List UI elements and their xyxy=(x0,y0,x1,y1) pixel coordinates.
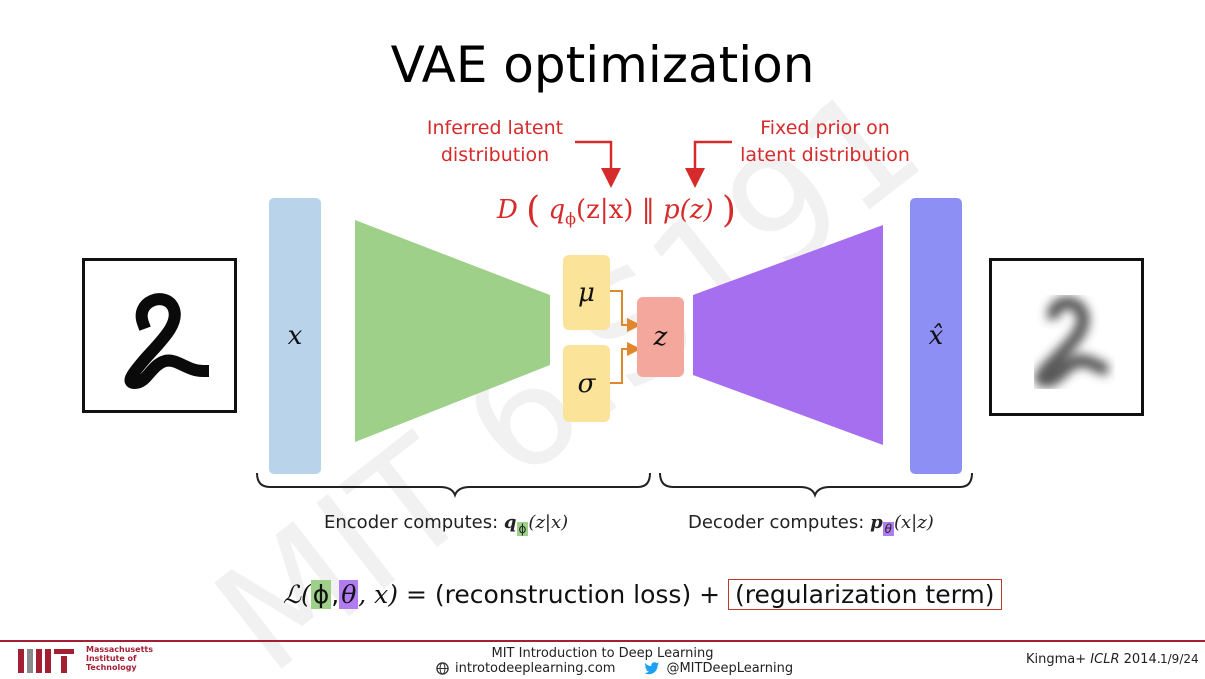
loss-lhs-start: ℒ( xyxy=(283,580,311,609)
website-link[interactable]: introtodeeplearning.com xyxy=(455,661,616,676)
logo-line1: Massachusetts xyxy=(86,645,154,654)
digit-two-icon xyxy=(124,293,210,390)
encoder-caption-prefix: Encoder computes: xyxy=(324,512,499,533)
footer-links: introtodeeplearning.com @MITDeepLearning xyxy=(436,661,793,676)
sigma-label: σ xyxy=(577,368,596,399)
sigma-node: σ xyxy=(563,345,610,422)
decoder-args: (x|z) xyxy=(894,512,934,533)
loss-equation: ℒ(ϕ,θ, x) = (reconstruction loss) + (reg… xyxy=(283,579,1002,610)
globe-icon xyxy=(436,662,449,675)
decoder-p: p xyxy=(870,512,883,533)
prior-annotation: Fixed prior on latent distribution xyxy=(725,115,925,169)
regularization-term: (regularization term) xyxy=(728,579,1002,610)
decoder-theta: θ xyxy=(882,521,894,536)
course-title: MIT Introduction to Deep Learning xyxy=(491,646,714,661)
decoder-caption-prefix: Decoder computes: xyxy=(688,512,865,533)
divergence-formula: D ( qϕ(z|x) ‖ p(z) ) xyxy=(497,190,736,231)
loss-phi: ϕ xyxy=(310,580,332,609)
slide-date: 1/9/24 xyxy=(1160,652,1199,666)
q-args: (z|x) xyxy=(576,195,634,225)
inferred-annotation: Inferred latent distribution xyxy=(400,115,590,169)
mit-logo xyxy=(18,645,76,678)
q-subscript: ϕ xyxy=(565,209,576,229)
citation-venue: ICLR xyxy=(1090,652,1120,667)
x-hat-label: x̂ xyxy=(928,321,944,351)
inferred-annotation-line2: distribution xyxy=(440,144,550,166)
reconstructed-image xyxy=(989,258,1144,416)
prior-arrow xyxy=(685,140,732,188)
inferred-annotation-line1: Inferred latent xyxy=(426,117,564,139)
decoder xyxy=(693,225,883,445)
logo-line3: Technology xyxy=(86,663,137,672)
blurry-digit-icon xyxy=(1034,296,1109,388)
decoder-brace xyxy=(659,472,973,498)
loss-lhs-end: , x) = xyxy=(358,580,427,609)
decoder-shape xyxy=(693,225,883,445)
logo-line2: Institute of xyxy=(86,654,137,663)
divergence-symbol: D xyxy=(497,195,518,225)
sigma-to-z-arrow xyxy=(610,342,641,384)
prior-annotation-line2: latent distribution xyxy=(740,144,910,166)
inferred-arrow xyxy=(575,140,621,188)
mu-label: μ xyxy=(578,277,595,308)
twitter-handle[interactable]: @MITDeepLearning xyxy=(666,661,794,676)
open-paren: ( xyxy=(526,190,541,231)
mit-logo-text: Massachusetts Institute of Technology xyxy=(86,645,153,672)
citation-prefix: Kingma+ xyxy=(1026,652,1087,667)
slide-title: VAE optimization xyxy=(390,36,815,94)
mu-to-z-arrow xyxy=(610,290,641,332)
encoder xyxy=(355,220,550,442)
encoder-phi: ϕ xyxy=(516,521,529,536)
close-paren: ) xyxy=(721,190,736,231)
mit-logo-icon xyxy=(18,649,74,673)
twitter-icon xyxy=(644,662,660,675)
prior-annotation-line1: Fixed prior on xyxy=(760,117,890,139)
encoder-args: (z|x) xyxy=(528,512,569,533)
footer-rule xyxy=(0,640,1205,642)
encoder-brace xyxy=(256,472,651,498)
encoder-shape xyxy=(355,220,550,442)
x-label: x xyxy=(287,321,303,351)
input-layer: x xyxy=(269,198,321,474)
divergence-separator: ‖ xyxy=(641,195,655,225)
z-node: z xyxy=(637,297,684,377)
q-symbol: q xyxy=(548,195,566,225)
mu-node: μ xyxy=(563,255,610,330)
input-image xyxy=(82,258,237,413)
loss-comma: , xyxy=(331,580,340,609)
loss-theta: θ xyxy=(339,580,359,609)
reconstruction-term: (reconstruction loss) + xyxy=(434,580,721,609)
citation-year: 2014. xyxy=(1123,652,1161,667)
output-layer: x̂ xyxy=(910,198,962,474)
p-term: p(z) xyxy=(662,195,714,225)
encoder-q: q xyxy=(503,512,517,533)
citation: Kingma+ ICLR 2014. xyxy=(1026,652,1161,667)
z-label: z xyxy=(653,322,668,352)
